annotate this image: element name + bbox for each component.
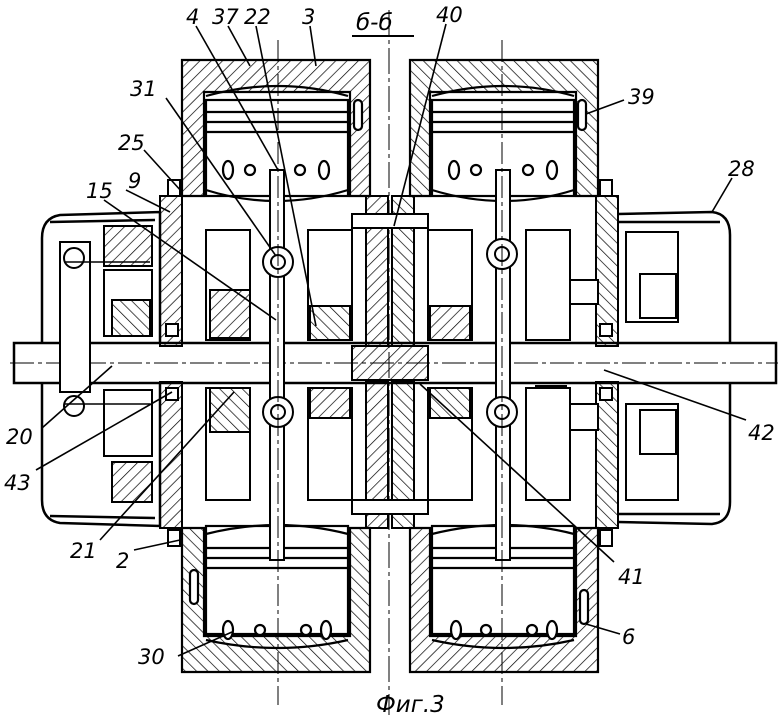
callout-40: 40 xyxy=(436,3,463,27)
callout-28: 28 xyxy=(728,157,755,181)
callout-43: 43 xyxy=(4,471,31,495)
callout-3: 3 xyxy=(302,5,315,29)
callout-4: 4 xyxy=(186,5,199,29)
connecting-rods xyxy=(262,40,518,705)
callout-6: 6 xyxy=(622,625,635,649)
section-label: б-б xyxy=(356,10,393,36)
callout-31: 31 xyxy=(130,77,157,101)
lower-cylinders xyxy=(180,523,600,674)
callout-20: 20 xyxy=(6,425,33,449)
callout-30: 30 xyxy=(138,645,165,669)
callout-2: 2 xyxy=(116,549,129,573)
housing xyxy=(40,210,732,528)
side-walls xyxy=(159,179,619,547)
figure-caption: Фиг.3 xyxy=(376,692,445,718)
main-shaft xyxy=(10,341,778,385)
callout-41: 41 xyxy=(618,565,645,589)
callout-39: 39 xyxy=(628,85,655,109)
center-partition xyxy=(351,10,429,715)
callout-42: 42 xyxy=(748,421,775,445)
left-gear-train xyxy=(59,225,153,503)
upper-cylinders xyxy=(180,58,600,203)
callout-22: 22 xyxy=(244,5,271,29)
callout-37: 37 xyxy=(212,5,239,29)
leader-lines xyxy=(35,23,747,657)
callout-25: 25 xyxy=(118,131,145,155)
callout-15: 15 xyxy=(86,179,113,203)
callout-9: 9 xyxy=(128,169,141,193)
callout-21: 21 xyxy=(70,539,97,563)
